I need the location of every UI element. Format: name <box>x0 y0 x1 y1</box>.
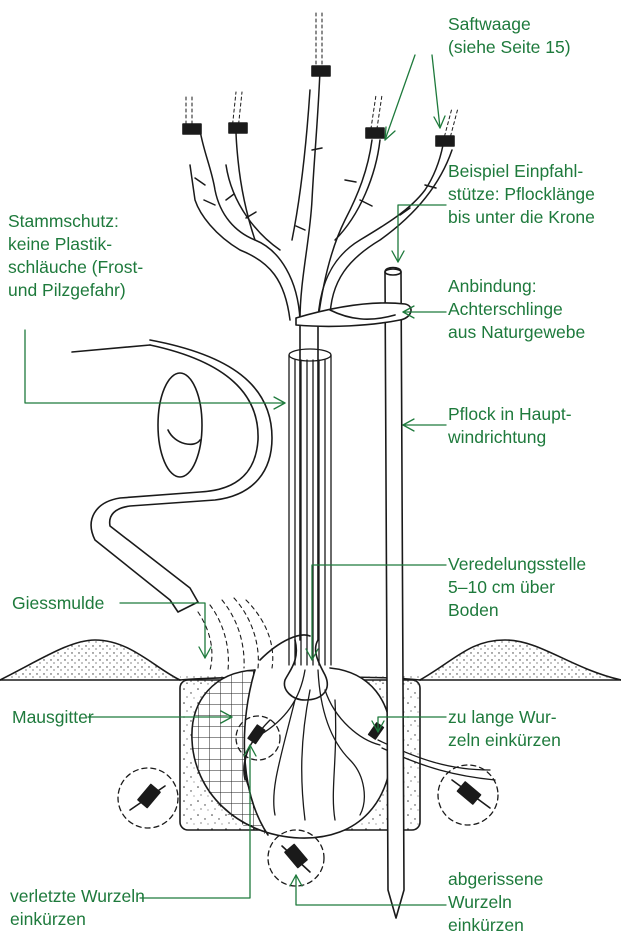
label-line: Boden <box>448 599 586 622</box>
leader-pflock <box>403 419 446 431</box>
label-line: stütze: Pflocklänge <box>448 183 595 206</box>
label-line: Anbindung: <box>448 275 585 298</box>
label-line: einkürzen <box>448 914 543 937</box>
leader-abgerissene <box>290 875 446 905</box>
leader-anbindung <box>403 306 446 318</box>
label-line: schläuche (Frost- <box>8 256 143 279</box>
cut-marker-right <box>438 765 498 825</box>
label-line: (siehe Seite 15) <box>448 36 571 59</box>
label-line: windrichtung <box>448 426 572 449</box>
label-line: Beispiel Einpfahl- <box>448 160 595 183</box>
label-line: zu lange Wur- <box>448 706 561 729</box>
label-line: bis unter die Krone <box>448 206 595 229</box>
label-line: verletzte Wurzeln <box>10 885 145 908</box>
label-mausgitter: Mausgitter <box>12 706 94 729</box>
label-line: Pflock in Haupt- <box>448 403 572 426</box>
label-line: Stammschutz: <box>8 210 143 233</box>
label-line: 5–10 cm über <box>448 576 586 599</box>
label-line: keine Plastik- <box>8 233 143 256</box>
label-einpfahl: Beispiel Einpfahl- stütze: Pflocklänge b… <box>448 160 595 229</box>
label-line: Achterschlinge <box>448 298 585 321</box>
trunk-guard <box>289 349 331 665</box>
mound-left <box>0 640 180 680</box>
label-line: aus Naturgewebe <box>448 321 585 344</box>
label-line: Wurzeln <box>448 891 543 914</box>
sap-balance-tips <box>183 10 458 146</box>
label-line: und Pilzgefahr) <box>8 279 143 302</box>
cut-marker-left <box>118 768 178 828</box>
watering-can <box>72 340 272 612</box>
leader-veredelung <box>306 565 446 660</box>
label-saftwaage: Saftwaage (siehe Seite 15) <box>448 13 571 59</box>
stake <box>385 268 404 919</box>
label-line: Veredelungsstelle <box>448 553 586 576</box>
label-line: Saftwaage <box>448 13 571 36</box>
label-zu-lange: zu lange Wur- zeln einkürzen <box>448 706 561 752</box>
trunk <box>300 320 318 640</box>
label-line: Mausgitter <box>12 706 94 729</box>
label-pflock: Pflock in Haupt- windrichtung <box>448 403 572 449</box>
label-anbindung: Anbindung: Achterschlinge aus Naturgeweb… <box>448 275 585 344</box>
label-verletzte: verletzte Wurzeln einkürzen <box>10 885 145 931</box>
label-veredelung: Veredelungsstelle 5–10 cm über Boden <box>448 553 586 622</box>
label-abgerissene: abgerissene Wurzeln einkürzen <box>448 868 543 937</box>
label-stammschutz: Stammschutz: keine Plastik- schläuche (F… <box>8 210 143 302</box>
label-line: abgerissene <box>448 868 543 891</box>
tree-crown <box>190 70 452 320</box>
label-giessmulde: Giessmulde <box>12 592 104 615</box>
label-line: einkürzen <box>10 908 145 931</box>
label-line: Giessmulde <box>12 592 104 615</box>
leader-saftwaage <box>385 55 445 140</box>
leader-giessmulde <box>120 603 211 658</box>
label-line: zeln einkürzen <box>448 729 561 752</box>
